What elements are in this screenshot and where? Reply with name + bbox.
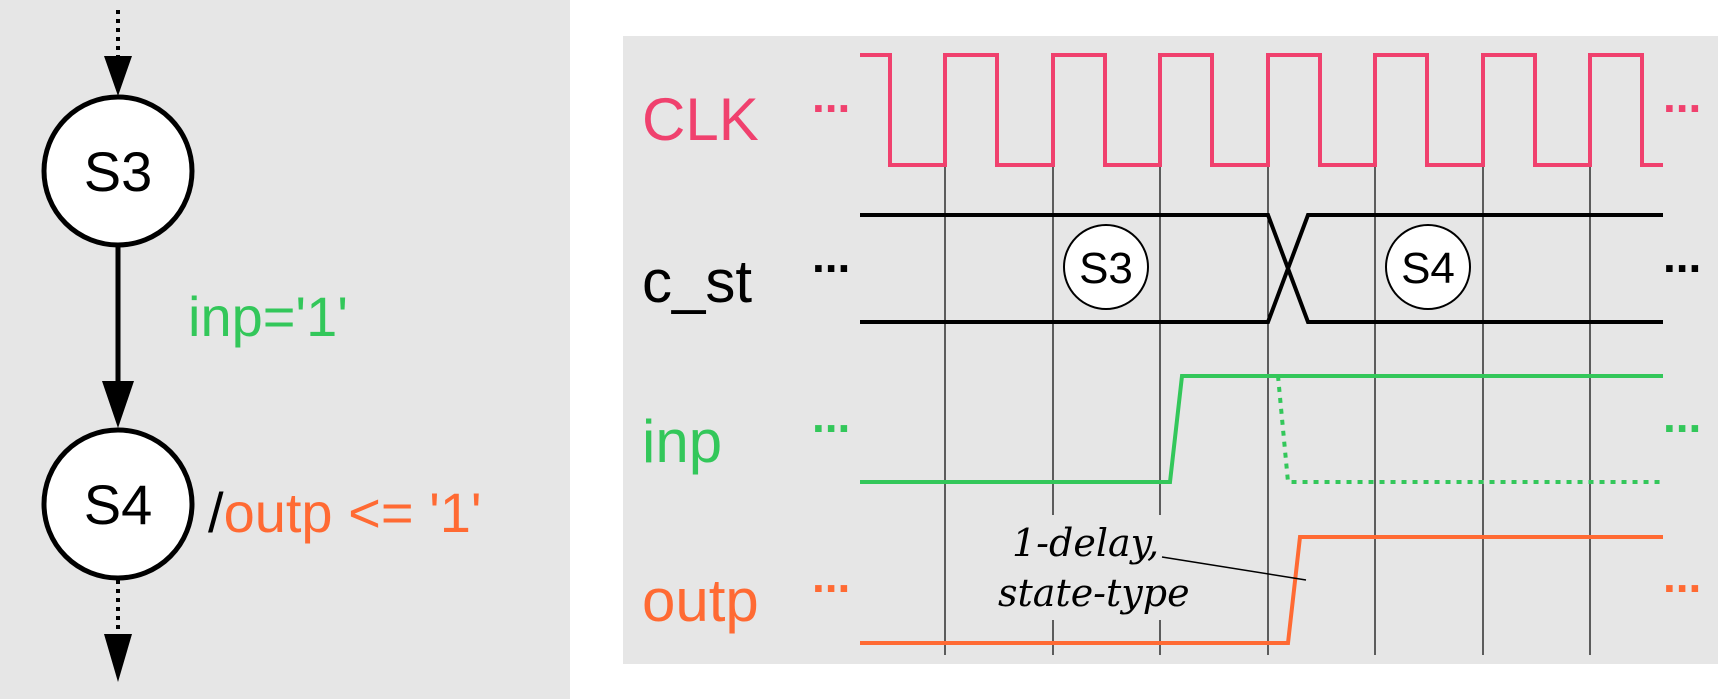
state-s4-label: S4 (84, 473, 153, 536)
c-st-state-label-s3: S3 (1079, 244, 1133, 293)
ellipsis-left-inp: ... (812, 390, 850, 442)
inp-waveform (860, 374, 1663, 484)
state-diagram: S3 inp='1' S4 /outp <= '1' (41, 10, 482, 682)
timing-diagram: CLK ... ... c_st ... S3 S4 ... inp ... .… (642, 53, 1701, 655)
annotation-backdrop (995, 515, 1225, 620)
moore-output-slash: / (208, 481, 224, 544)
ellipsis-left-c-st: ... (812, 230, 850, 282)
annotation-line1: 1-delay, (1012, 521, 1159, 565)
entry-arrowhead-icon (104, 56, 132, 96)
state-s3 (41, 94, 195, 248)
c-st-bus-top (860, 213, 1663, 324)
moore-output: /outp <= '1' (208, 481, 482, 544)
ellipsis-left-clk: ... (812, 70, 850, 122)
ellipsis-right-clk: ... (1663, 70, 1701, 122)
annotation-pointer (1161, 556, 1307, 581)
state-s3-label: S3 (84, 140, 153, 203)
c-st-bus-bottom (860, 213, 1663, 324)
signal-label-inp: inp (642, 408, 722, 475)
c-st-state-bubble-s3 (1063, 224, 1149, 310)
state-s4 (41, 427, 195, 581)
signal-label-c-st: c_st (642, 248, 752, 315)
annotation-line2: state-type (998, 571, 1190, 615)
ellipsis-left-outp: ... (812, 550, 850, 602)
transition-condition: inp='1' (188, 285, 348, 348)
clk-waveform (860, 53, 1663, 167)
ellipsis-right-outp: ... (1663, 550, 1701, 602)
exit-arrowhead-icon (104, 634, 132, 682)
ellipsis-right-c-st: ... (1663, 230, 1701, 282)
c-st-state-label-s4: S4 (1401, 244, 1455, 293)
inp-alternate-waveform (1276, 375, 1663, 484)
transition-arrowhead-icon (102, 381, 134, 428)
signal-label-outp: outp (642, 567, 759, 634)
ellipsis-right-inp: ... (1663, 390, 1701, 442)
outp-waveform (860, 535, 1663, 645)
moore-output-assignment: outp <= '1' (224, 481, 482, 544)
c-st-state-bubble-s4 (1385, 224, 1471, 310)
signal-label-clk: CLK (642, 86, 759, 153)
